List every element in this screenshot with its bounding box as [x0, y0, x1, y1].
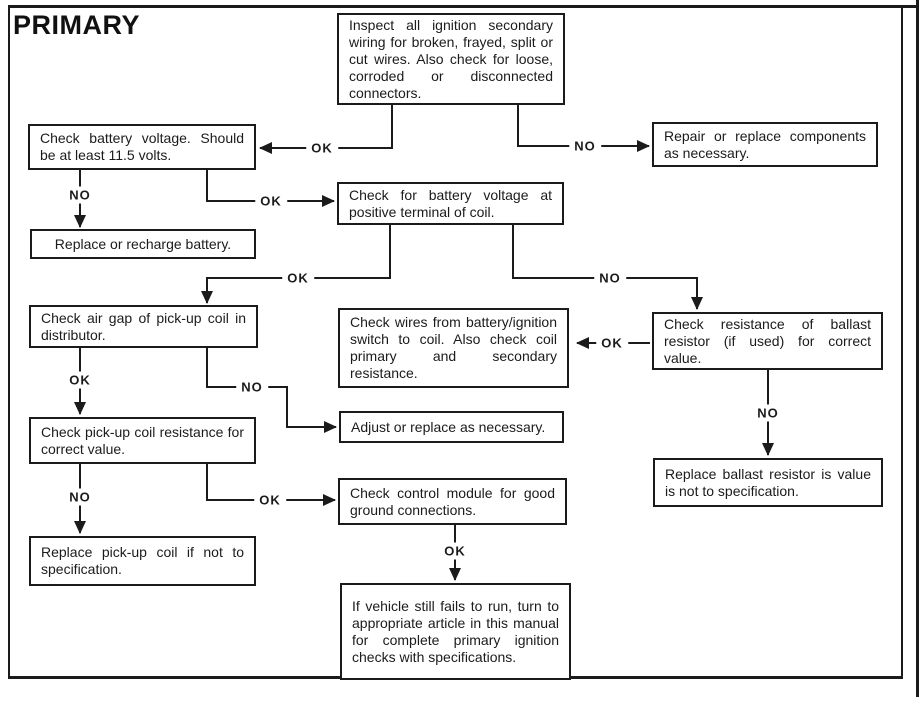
flow-node-check-ballast-resistance: Check resistance of ballast resistor (if… — [652, 312, 883, 370]
edge-label-control-ok: OK — [439, 542, 471, 560]
page-border-left — [8, 5, 10, 678]
diagram-title: PRIMARY — [13, 10, 141, 40]
edge-label-coilvolt-ok: OK — [282, 269, 314, 287]
flow-node-check-control-module-ground-text: Check control module for good ground con… — [350, 484, 555, 518]
edge-label-airgap-no: NO — [236, 378, 268, 396]
edge-inspect-ok-line — [259, 105, 393, 154]
flow-node-check-wires-coil-resistance: Check wires from battery/ignition switch… — [338, 308, 569, 388]
page-border-right — [901, 5, 903, 678]
flow-node-check-air-gap: Check air gap of pick-up coil in distrib… — [29, 305, 258, 348]
flow-node-check-pickup-coil-resistance: Check pick-up coil resistance for correc… — [29, 417, 256, 464]
flow-node-check-battery-voltage: Check battery voltage. Should be at leas… — [28, 124, 256, 170]
edge-inspect-no-line — [517, 105, 650, 152]
edge-label-ballast-no: NO — [752, 404, 784, 422]
flow-node-final-instruction: If vehicle still fails to run, turn to a… — [340, 583, 571, 680]
flow-node-replace-pickup-coil: Replace pick-up coil if not to specifica… — [29, 536, 256, 586]
edge-label-pickup-ok: OK — [254, 491, 286, 509]
flow-node-replace-recharge-battery: Replace or recharge battery. — [30, 229, 256, 259]
edge-label-pickup-no: NO — [64, 488, 96, 506]
scan-edge-line — [916, 0, 919, 697]
flow-node-adjust-or-replace: Adjust or replace as necessary. — [339, 411, 564, 443]
edge-airgap-no-line — [206, 348, 337, 433]
flow-node-adjust-or-replace-text: Adjust or replace as necessary. — [351, 418, 546, 435]
flow-node-replace-ballast-resistor-text: Replace ballast resistor is value is not… — [665, 465, 871, 499]
flow-node-replace-recharge-battery-text: Replace or recharge battery. — [54, 235, 232, 252]
flow-node-check-pickup-coil-resistance-text: Check pick-up coil resistance for correc… — [41, 423, 244, 457]
edge-pickup-ok-line — [206, 464, 336, 506]
flow-node-replace-ballast-resistor: Replace ballast resistor is value is not… — [653, 458, 883, 507]
page-border-top — [8, 5, 919, 8]
edge-label-ballast-ok: OK — [596, 334, 628, 352]
flow-node-inspect-wiring: Inspect all ignition secondary wiring fo… — [337, 13, 565, 105]
flow-node-inspect-wiring-text: Inspect all ignition secondary wiring fo… — [349, 16, 553, 101]
flow-node-check-battery-voltage-text: Check battery voltage. Should be at leas… — [40, 130, 244, 163]
edge-label-inspect-no: NO — [569, 137, 601, 155]
flow-node-check-wires-coil-resistance-text: Check wires from battery/ignition switch… — [350, 314, 557, 381]
flow-node-coil-terminal-voltage-text: Check for battery voltage at positive te… — [349, 186, 552, 220]
edge-label-battery-ok: OK — [255, 192, 287, 210]
flow-node-replace-pickup-coil-text: Replace pick-up coil if not to specifica… — [41, 544, 244, 577]
edge-battery-ok-line — [206, 170, 335, 207]
edge-label-airgap-ok: OK — [64, 371, 96, 389]
flow-node-repair-replace-components: Repair or replace components as necessar… — [652, 122, 878, 167]
flow-node-check-air-gap-text: Check air gap of pick-up coil in distrib… — [41, 309, 246, 343]
edge-label-battery-no: NO — [64, 186, 96, 204]
flow-node-check-control-module-ground: Check control module for good ground con… — [338, 478, 567, 525]
flow-node-repair-replace-components-text: Repair or replace components as necessar… — [664, 127, 866, 161]
edge-label-coilvolt-no: NO — [594, 269, 626, 287]
edge-label-inspect-ok: OK — [306, 139, 338, 157]
edge-coilvolt-no-line — [512, 225, 703, 310]
flow-node-coil-terminal-voltage: Check for battery voltage at positive te… — [337, 182, 564, 225]
flow-node-check-ballast-resistance-text: Check resistance of ballast resistor (if… — [664, 315, 871, 366]
flow-node-final-instruction-text: If vehicle still fails to run, turn to a… — [352, 597, 559, 665]
